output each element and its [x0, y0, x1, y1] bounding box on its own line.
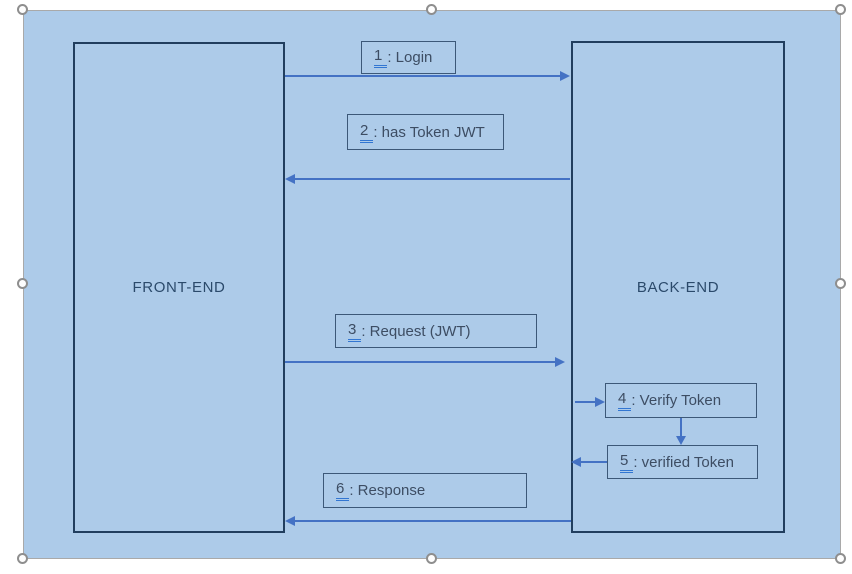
- arrowhead-right-icon: [555, 357, 565, 367]
- arrow-line: [294, 520, 571, 522]
- message-number: 3: [348, 321, 362, 342]
- arrow-line: [285, 75, 561, 77]
- arrow-line: [680, 418, 682, 437]
- message-text: : Verify Token: [631, 392, 722, 409]
- arrow-line: [285, 361, 556, 363]
- message-box-response: 6: Response: [323, 473, 527, 508]
- backend-actor-box: BACK-END: [571, 41, 785, 533]
- frontend-actor-box: FRONT-END: [73, 42, 285, 533]
- message-text: : has Token JWT: [373, 123, 485, 141]
- message-number: 1: [374, 47, 388, 68]
- arrow-verify-to-verified: [676, 418, 686, 445]
- message-text: : Request (JWT): [361, 322, 471, 340]
- message-box-verified-token: 5: verified Token: [607, 445, 758, 479]
- arrow-token-jwt-response: [285, 174, 570, 184]
- selection-handle-middle-left[interactable]: [17, 278, 28, 289]
- backend-label: BACK-END: [636, 278, 720, 296]
- arrow-into-verify-token: [575, 397, 605, 407]
- frontend-label: FRONT-END: [132, 279, 226, 296]
- arrowhead-left-icon: [571, 457, 581, 467]
- selection-handle-top-center[interactable]: [426, 4, 437, 15]
- selection-handle-bottom-center[interactable]: [426, 553, 437, 564]
- message-text: : Login: [387, 49, 433, 66]
- arrowhead-left-icon: [285, 174, 295, 184]
- arrow-verified-out: [571, 457, 607, 467]
- arrowhead-left-icon: [285, 516, 295, 526]
- message-text: : Response: [349, 482, 426, 499]
- message-box-login: 1: Login: [361, 41, 456, 74]
- selection-handle-bottom-left[interactable]: [17, 553, 28, 564]
- arrowhead-down-icon: [676, 436, 686, 445]
- arrow-request-jwt: [285, 357, 565, 367]
- diagram-canvas[interactable]: [23, 10, 841, 559]
- arrow-line: [580, 461, 607, 463]
- message-text: : verified Token: [633, 453, 734, 471]
- arrow-login-request: [285, 71, 570, 81]
- selection-handle-middle-right[interactable]: [835, 278, 846, 289]
- message-box-has-token-jwt: 2: has Token JWT: [347, 114, 504, 150]
- message-number: 2: [360, 122, 374, 143]
- arrowhead-right-icon: [595, 397, 605, 407]
- message-number: 4: [618, 390, 632, 411]
- message-number: 6: [336, 480, 350, 501]
- message-box-request-jwt: 3: Request (JWT): [335, 314, 537, 348]
- selection-handle-top-left[interactable]: [17, 4, 28, 15]
- arrow-line: [294, 178, 570, 180]
- message-number: 5: [620, 452, 634, 473]
- message-box-verify-token: 4: Verify Token: [605, 383, 757, 418]
- selection-handle-bottom-right[interactable]: [835, 553, 846, 564]
- arrow-response: [285, 516, 571, 526]
- arrow-line: [575, 401, 596, 403]
- selection-handle-top-right[interactable]: [835, 4, 846, 15]
- arrowhead-right-icon: [560, 71, 570, 81]
